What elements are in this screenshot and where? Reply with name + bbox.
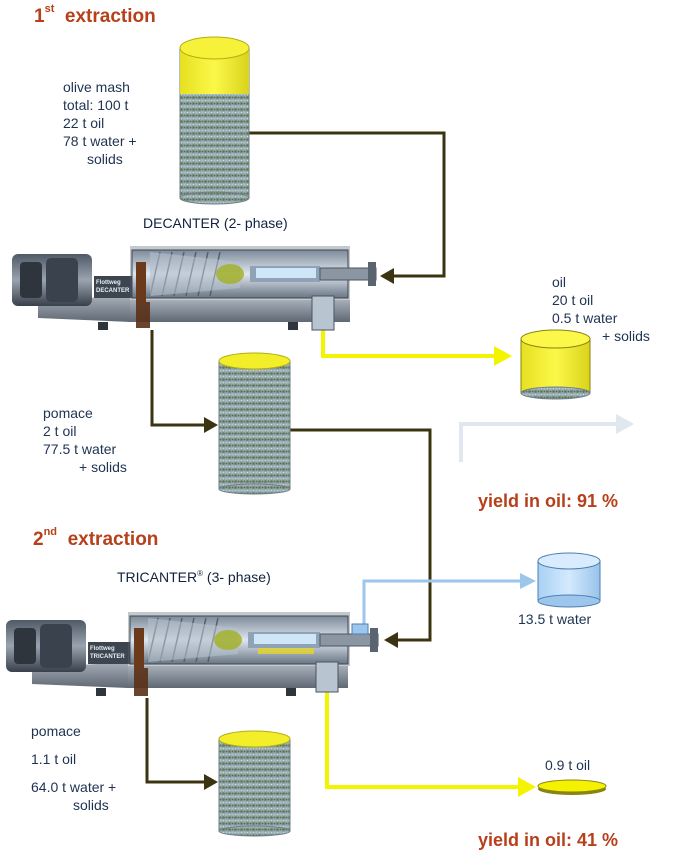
yield-2: yield in oil: 41 % [478,830,619,850]
water-line-tricanter [362,573,536,628]
oil-line-decanter [321,330,512,366]
faded-arrow [459,414,634,462]
water-output-label: 13.5 t water [518,611,592,627]
pomace-line-decanter [150,330,218,433]
feed-line-tricanter [290,428,432,648]
tricanter-label: TRICANTER® (3- phase) [117,569,271,585]
extraction1-heading: 1st extraction [34,3,156,27]
extraction2-heading: 2nd extraction [33,526,159,550]
yield-1: yield in oil: 91 % [478,491,619,511]
pomace-2-oil: 1.1 t oil [31,751,77,767]
feed-line-decanter [249,131,446,284]
oil-disc-2 [537,779,607,795]
oil-tank-1 [520,329,591,400]
oil-line-tricanter [325,690,536,797]
tricanter-machine [6,612,379,696]
water-tank [537,552,601,608]
decanter-label: DECANTER (2- phase) [143,215,288,231]
pomace-2-label: pomace [31,723,81,739]
oil-output-2-label: 0.9 t oil [545,757,591,773]
pomace-tank-2 [218,730,291,837]
pomace-tank-1 [218,352,291,495]
decanter-machine [12,246,377,331]
pomace-line-tricanter [145,698,218,790]
pomace-2-water: 64.0 t water +solids [31,779,117,813]
olive-mash-tank [179,36,250,205]
